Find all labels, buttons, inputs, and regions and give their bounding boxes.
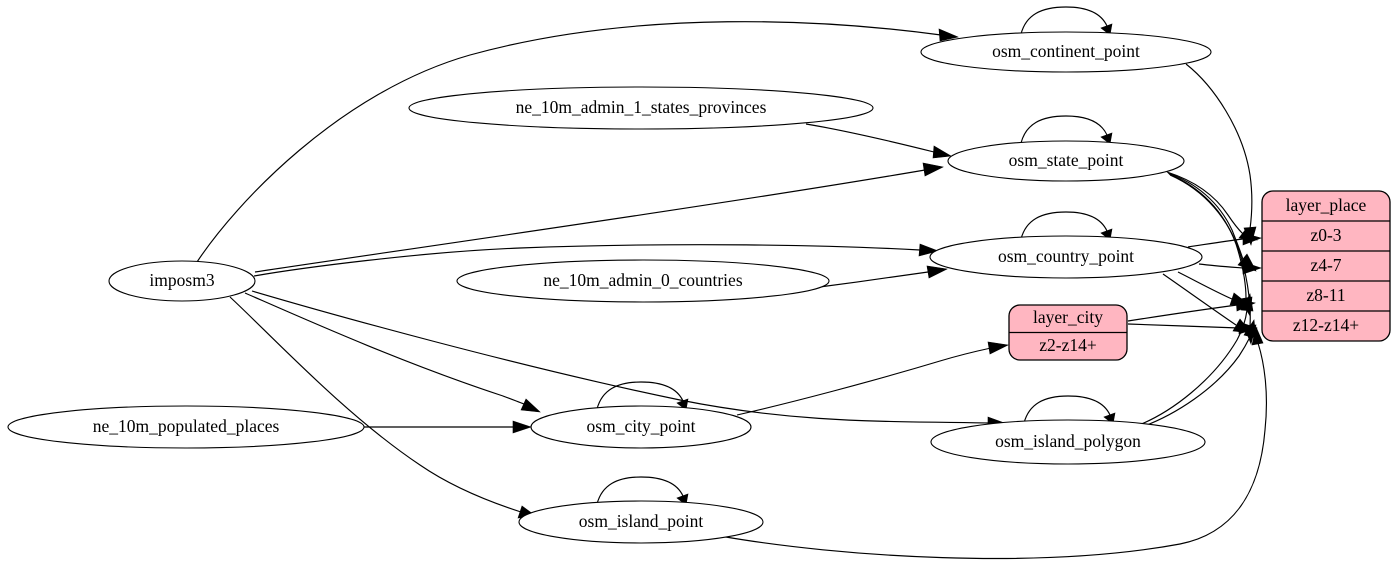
edge-osm_state_point-to-layer_place_z0 <box>1166 171 1244 235</box>
node-shape <box>7 405 365 449</box>
node-osm_island_polygon[interactable]: osm_island_polygon <box>930 419 1206 465</box>
node-label: osm_island_point <box>579 511 704 531</box>
edge-layer_city-to-layer_place_z12 <box>1127 323 1240 329</box>
node-label: osm_island_polygon <box>995 431 1141 451</box>
node-label: ne_10m_admin_0_countries <box>543 270 742 290</box>
node-osm_city_point[interactable]: osm_city_point <box>530 405 752 449</box>
node-layer: imposm3 ne_10m_admin_1_states_provinces … <box>7 31 1212 544</box>
edge-imposm3-to-osm_continent_point <box>196 21 942 263</box>
arrowhead <box>520 398 541 413</box>
node-label: ne_10m_admin_1_states_provinces <box>516 97 767 117</box>
edge-osm_state_point-to-layer_place_z4 <box>1167 172 1245 264</box>
edge-imposm3-to-osm_country_point <box>253 244 921 277</box>
node-shape <box>518 500 764 544</box>
arrowhead <box>926 265 948 279</box>
arrowhead <box>512 420 532 434</box>
record-node-layer: layer_city z2-z14+ layer_place z0-3 z4-7… <box>1008 190 1391 361</box>
node-label: osm_country_point <box>998 246 1134 266</box>
arrowhead <box>1242 232 1262 246</box>
node-shape <box>920 31 1212 73</box>
edge-osm_country_point-to-layer_place_z12 <box>1162 273 1237 326</box>
edge-osm_city_point-to-layer_city_z2 <box>736 347 992 416</box>
node-label: imposm3 <box>149 270 214 290</box>
record-row-layer_place_z8: z8-11 <box>1306 285 1345 305</box>
node-shape <box>108 260 256 302</box>
node-ne_10m_admin_0_countries[interactable]: ne_10m_admin_0_countries <box>456 259 830 303</box>
arrowhead <box>1251 326 1264 346</box>
record-row-layer_place_z0: z0-3 <box>1310 225 1341 245</box>
node-shape <box>929 235 1203 279</box>
arrowhead <box>1100 23 1113 36</box>
edge-osm_continent_point-self-loop <box>1020 6 1108 35</box>
record-row-layer_place_title: layer_place <box>1286 195 1367 215</box>
edge-osm_island_polygon-to-layer_place_z8 <box>1133 309 1248 428</box>
node-imposm3[interactable]: imposm3 <box>108 260 256 302</box>
node-shape <box>530 405 752 449</box>
edge-layer_city-to-layer_place_z8 <box>1127 304 1238 322</box>
record-row-layer_city_title: layer_city <box>1033 307 1103 327</box>
arrowhead <box>1100 132 1113 145</box>
node-osm_continent_point[interactable]: osm_continent_point <box>920 31 1212 73</box>
record-background <box>1261 190 1391 342</box>
node-shape <box>456 259 830 303</box>
edge-osm_island_polygon-self-loop <box>1023 395 1111 424</box>
edge-imposm3-to-osm_city_point <box>244 292 525 405</box>
edge-osm_state_point-self-loop <box>1020 115 1108 144</box>
node-shape <box>930 419 1206 465</box>
edge-ne_10m_admin_0_countries-to-osm_country_point <box>811 271 929 289</box>
node-osm_country_point[interactable]: osm_country_point <box>929 235 1203 279</box>
node-shape <box>947 140 1185 182</box>
edge-osm_country_point-to-layer_place_z0 <box>1187 238 1244 248</box>
node-label: osm_state_point <box>1009 150 1124 170</box>
arrowhead <box>918 243 939 257</box>
arrowhead <box>987 341 1009 355</box>
edge-imposm3-to-osm_island_point <box>229 296 522 513</box>
edge-osm_country_point-to-layer_place_z4 <box>1198 263 1244 269</box>
arrowhead <box>922 162 944 177</box>
record-row-layer_city_z2: z2-z14+ <box>1039 335 1097 355</box>
edge-osm_country_point-to-layer_place_z8 <box>1177 271 1233 300</box>
node-ne_10m_admin_1_states_provinces[interactable]: ne_10m_admin_1_states_provinces <box>408 86 874 130</box>
node-layer_city[interactable]: layer_city z2-z14+ <box>1008 304 1128 361</box>
node-label: osm_city_point <box>587 416 696 436</box>
edge-ne_10m_admin_1_states_provinces-to-osm_state_point <box>805 123 935 153</box>
node-osm_state_point[interactable]: osm_state_point <box>947 140 1185 182</box>
edge-osm_city_point-self-loop <box>596 381 684 410</box>
record-row-layer_place_z4: z4-7 <box>1310 255 1341 275</box>
node-label: ne_10m_populated_places <box>93 416 280 436</box>
edge-osm_island_point-self-loop <box>596 476 684 505</box>
arrowhead <box>1243 319 1257 339</box>
node-layer_place[interactable]: layer_place z0-3 z4-7 z8-11 z12-z14+ <box>1261 190 1391 342</box>
edge-imposm3-to-osm_island_polygon <box>251 290 990 424</box>
edge-osm_continent_point-to-layer_place_z0 <box>1185 63 1253 230</box>
arrowhead <box>932 145 952 159</box>
arrowhead <box>938 28 959 42</box>
edge-osm_island_polygon-to-layer_place_z12 <box>1138 336 1251 429</box>
record-row-layer_place_z12: z12-z14+ <box>1293 315 1359 335</box>
node-shape <box>408 86 874 130</box>
node-ne_10m_populated_places[interactable]: ne_10m_populated_places <box>7 405 365 449</box>
node-label: osm_continent_point <box>992 41 1140 61</box>
edge-imposm3-to-osm_state_point <box>254 169 926 273</box>
arrowhead <box>1240 293 1254 312</box>
edge-osm_island_point-to-layer_place_z12 <box>719 342 1267 560</box>
node-osm_island_point[interactable]: osm_island_point <box>518 500 764 544</box>
edge-osm_country_point-self-loop <box>1020 211 1108 240</box>
arrowhead <box>1242 261 1262 275</box>
